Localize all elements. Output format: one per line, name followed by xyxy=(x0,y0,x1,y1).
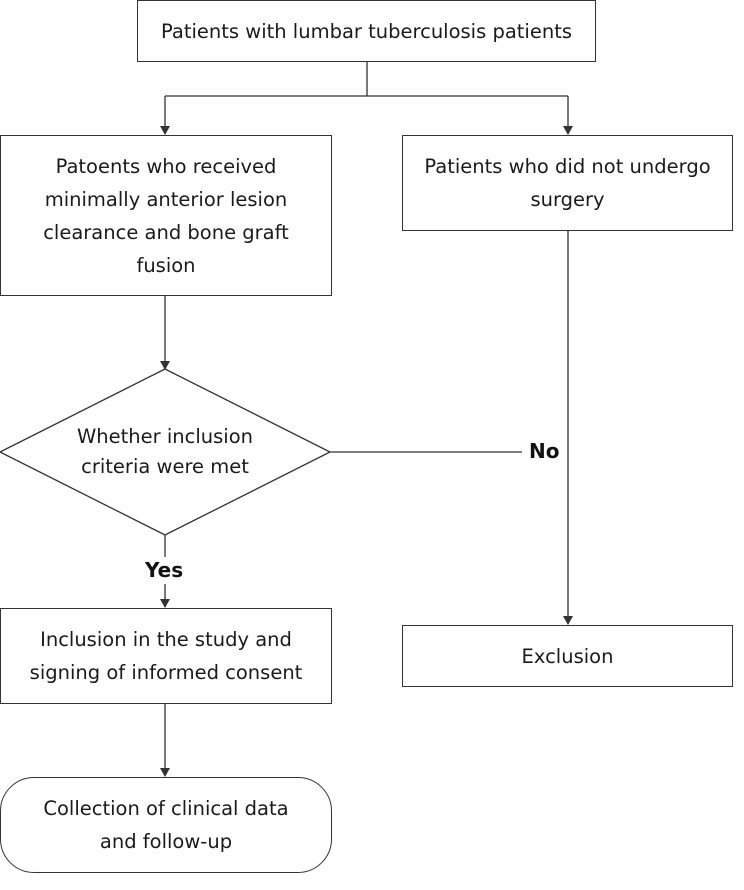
decision-diamond xyxy=(0,368,332,536)
exclusion-text: Exclusion xyxy=(521,644,614,668)
yes-label: Yes xyxy=(145,558,184,582)
collection-box: Collection of clinical data and follow-u… xyxy=(0,777,332,873)
inclusion-box: Inclusion in the study and signing of in… xyxy=(0,608,332,704)
collection-text: Collection of clinical data and follow-u… xyxy=(43,797,289,853)
start-box: Patients with lumbar tuberculosis patien… xyxy=(137,0,596,62)
inclusion-text: Inclusion in the study and signing of in… xyxy=(29,628,303,684)
surgery-text: Patoents who received minimally anterior… xyxy=(43,154,289,277)
start-text: Patients with lumbar tuberculosis patien… xyxy=(160,19,573,43)
no-label: No xyxy=(529,439,560,463)
no-surgery-text: Patients who did not undergo surgery xyxy=(424,155,711,211)
decision-text: Whether inclusion criteria were met xyxy=(77,425,253,478)
no-surgery-box: Patients who did not undergo surgery xyxy=(402,135,733,231)
decision-text-wrap: Whether inclusion criteria were met xyxy=(60,415,270,489)
exclusion-box: Exclusion xyxy=(402,625,733,687)
surgery-box: Patoents who received minimally anterior… xyxy=(0,135,332,296)
